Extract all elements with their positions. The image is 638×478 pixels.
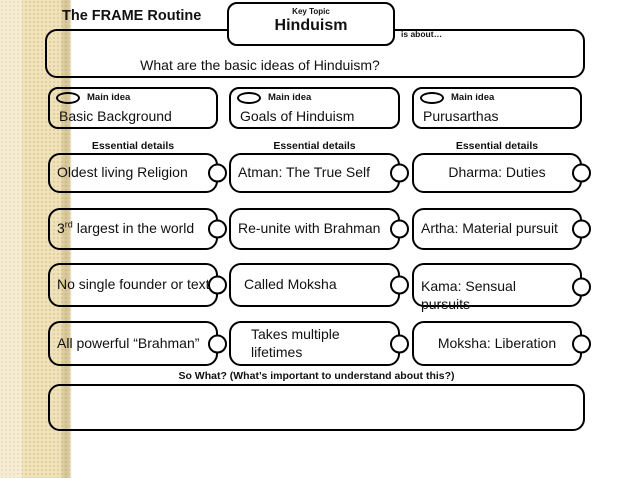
connector-circle-icon xyxy=(208,163,227,183)
main-idea-box-basic-background: Main idea Basic Background xyxy=(48,87,218,129)
so-what-answer-box xyxy=(48,384,585,431)
detail-box-atman-true-self: Atman: The True Self xyxy=(229,153,409,193)
detail-text: Re-unite with Brahman xyxy=(238,220,381,237)
main-idea-box-purusarthas: Main idea Purusarthas xyxy=(412,87,582,129)
detail-text: Artha: Material pursuit xyxy=(421,220,558,237)
detail-box-artha-material-pursuit: Artha: Material pursuit xyxy=(412,208,591,250)
connector-circle-icon xyxy=(572,277,591,297)
connector-circle-icon xyxy=(390,275,409,295)
detail-text: Atman: The True Self xyxy=(238,164,371,181)
detail-text: Dharma: Duties xyxy=(448,164,546,181)
oval-icon xyxy=(420,92,444,104)
detail-box-kama-sensual-pursuits: Kama: Sensual pursuits xyxy=(412,263,591,312)
detail-box-all-powerful-brahman: All powerful “Brahman” xyxy=(48,321,227,366)
connector-circle-icon xyxy=(572,334,591,353)
detail-text: No single founder or text xyxy=(57,276,210,293)
detail-text: Moksha: Liberation xyxy=(437,334,557,351)
connector-circle-icon xyxy=(208,334,227,353)
connector-circle-icon xyxy=(390,334,409,353)
essential-details-header: Essential details xyxy=(91,140,175,152)
connector-circle-icon xyxy=(208,275,227,295)
key-question: What are the basic ideas of Hinduism? xyxy=(140,57,380,73)
decorative-left-border xyxy=(0,0,74,478)
detail-box-reunite-with-brahman: Re-unite with Brahman xyxy=(229,208,409,250)
essential-details-header: Essential details xyxy=(273,140,356,152)
connector-circle-icon xyxy=(390,163,409,183)
detail-box-dharma-duties: Dharma: Duties xyxy=(412,153,591,193)
connector-circle-icon xyxy=(572,219,591,239)
connector-circle-icon xyxy=(208,219,227,239)
detail-text: All powerful “Brahman” xyxy=(57,334,200,351)
key-topic-box: Key Topic Hinduism xyxy=(227,2,395,46)
connector-circle-icon xyxy=(390,219,409,239)
detail-text: Oldest living Religion xyxy=(57,164,188,181)
page-title: The FRAME Routine xyxy=(62,8,202,24)
main-idea-text: Purusarthas xyxy=(423,108,499,124)
detail-box-takes-multiple-lifetimes: Takes multiple lifetimes xyxy=(229,321,409,366)
detail-box-oldest-living-religion: Oldest living Religion xyxy=(48,153,227,193)
detail-box-3rd-largest: 3rd largest in the world xyxy=(48,208,227,250)
oval-icon xyxy=(237,92,261,104)
detail-box-no-single-founder: No single founder or text xyxy=(48,263,227,307)
oval-icon xyxy=(56,92,80,104)
main-idea-text: Basic Background xyxy=(59,108,172,124)
connector-circle-icon xyxy=(572,163,591,183)
key-topic-label: Key Topic xyxy=(292,7,330,16)
detail-box-called-moksha: Called Moksha xyxy=(229,263,409,307)
detail-text: Takes multiple lifetimes xyxy=(251,326,340,360)
main-idea-label: Main idea xyxy=(87,92,131,103)
detail-text: 3rd largest in the world xyxy=(57,219,195,237)
main-idea-box-goals-of-hinduism: Main idea Goals of Hinduism xyxy=(229,87,400,129)
so-what-label: So What? (What’s important to understand… xyxy=(178,370,455,382)
detail-box-moksha-liberation: Moksha: Liberation xyxy=(412,321,591,366)
key-topic-value: Hinduism xyxy=(274,17,348,34)
detail-text: Kama: Sensual pursuits xyxy=(421,278,516,312)
main-idea-label: Main idea xyxy=(451,92,495,103)
main-idea-text: Goals of Hinduism xyxy=(240,108,355,124)
essential-details-header: Essential details xyxy=(455,140,539,152)
detail-text: Called Moksha xyxy=(244,276,337,293)
is-about-label: is about… xyxy=(401,29,443,39)
main-idea-label: Main idea xyxy=(268,92,312,103)
